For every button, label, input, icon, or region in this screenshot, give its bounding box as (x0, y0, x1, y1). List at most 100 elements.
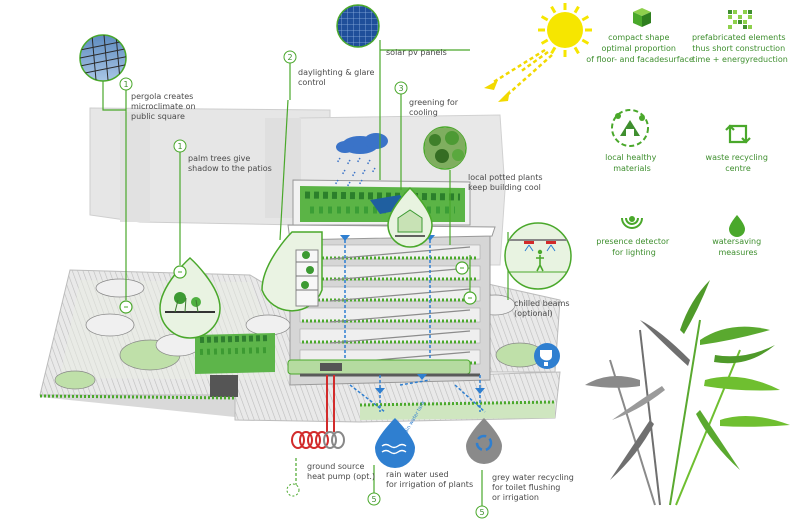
prefab-block (748, 15, 752, 19)
prefab-block (743, 25, 747, 29)
legend-local-materials: local healthy materials (605, 109, 659, 173)
callout-number: 2 (287, 53, 292, 62)
callout-number: 1 (177, 142, 182, 151)
waste-recycling-icon (725, 124, 751, 144)
ramp-line (329, 330, 471, 344)
callout-rain-water: rain water used for irrigation of plants… (367, 470, 473, 506)
callout-palm-trees: 1 palm trees give shadow to the patios (173, 139, 272, 173)
prefab-block (738, 20, 742, 24)
bamboo-leaf (640, 320, 690, 366)
bamboo-stem (669, 319, 701, 506)
sun-ray (540, 15, 549, 22)
ramp-line (329, 246, 471, 260)
blue-water-pipes (344, 240, 486, 413)
bamboo-leaf (610, 420, 654, 480)
legend-compact-shape: compact shape optimal proportion of floo… (586, 8, 694, 64)
bamboo-leaf (700, 326, 770, 345)
callout-potted-plants: local potted plants keep building cool (468, 173, 545, 192)
bamboo-leaf (612, 386, 665, 420)
compact-shape-icon (633, 8, 651, 27)
prefab-block (743, 10, 747, 14)
callout-text: rain water used for irrigation of plants (386, 470, 473, 489)
callout-text: palm trees give shadow to the patios (188, 154, 272, 173)
prefab-block (728, 25, 732, 29)
callout-daylighting: 2 daylighting & glare control (283, 50, 377, 87)
legend-watersaving: watersaving measures (712, 215, 764, 257)
pergola-photo (79, 34, 127, 82)
diagram-marker-numbers (124, 267, 472, 308)
rain-cloud-icon (334, 133, 388, 188)
watersaving-icon (729, 215, 745, 237)
bamboo-leaf (720, 416, 790, 427)
potted-plants-photo (423, 126, 467, 170)
bamboo-leaf (696, 410, 740, 470)
ground-source-coil-icon (291, 375, 345, 449)
prefab-block (748, 25, 752, 29)
callout-pergola: 1 pergola creates microclimate on public… (119, 77, 198, 121)
patio-plants-callout (159, 256, 221, 339)
prefab-block (733, 20, 737, 24)
bamboo-stem (639, 329, 661, 506)
prefab-block (728, 10, 732, 14)
sun-ray (573, 46, 580, 55)
callout-number: 1 (123, 80, 128, 89)
presence-detector-icon (621, 216, 643, 229)
callout-text: chilled beams (optional) (514, 299, 572, 318)
greening-callout (387, 186, 433, 248)
blue-pipe-arrows (340, 235, 485, 394)
sun-icon (538, 3, 592, 57)
prefab-block (738, 15, 742, 19)
callout-number: 5 (479, 508, 484, 517)
callout-text: daylighting & glare control (298, 68, 377, 87)
sun-ray (550, 5, 557, 14)
daylighting-callout (261, 231, 323, 312)
callout-chilled-beams: chilled beams (optional) (514, 299, 572, 318)
grey-water-recycling-icon (466, 418, 502, 464)
bamboo-illustration (585, 280, 790, 506)
callout-text: solar pv panels (386, 48, 447, 57)
legend-waste-recycling: waste recycling centre (706, 124, 771, 173)
solar-panel-photo (336, 4, 380, 48)
ramp-line (329, 309, 471, 323)
callout-number: 5 (371, 495, 376, 504)
bamboo-leaf (714, 345, 775, 364)
callout-grey-water: grey water recycling for toilet flushing… (475, 473, 576, 519)
sun-ray (573, 5, 580, 14)
local-materials-icon (611, 109, 649, 147)
prefab-block (748, 10, 752, 14)
callout-text: ground source heat pump (opt.) (307, 462, 375, 481)
sun-ray (581, 15, 590, 22)
legend-presence-detector: presence detector for lighting (596, 216, 671, 257)
callout-text: greening for cooling (409, 98, 461, 117)
prefab-block (743, 20, 747, 24)
main-building (287, 179, 496, 386)
svg-text:local healthy materials: local healthy materials (605, 153, 659, 173)
svg-text:prefabricated elements t: prefabricated elements thus short constr… (692, 33, 788, 64)
chilled-beams-detail (504, 222, 572, 290)
prefab-block (728, 15, 732, 19)
callout-text: grey water recycling for toilet flushing… (492, 473, 576, 502)
callout-text: local potted plants keep building cool (468, 173, 545, 192)
toilet-icon-badge (534, 343, 560, 369)
prefab-block (733, 10, 737, 14)
callout-leader-lines (102, 40, 509, 510)
sun-rays-arrows (484, 48, 553, 102)
prefabricated-elements-icon (728, 10, 752, 29)
legend-prefabricated: prefabricated elements thus short constr… (692, 10, 788, 64)
ramp-line (329, 267, 471, 281)
svg-text:compact shape optimal pr: compact shape optimal proportion of floo… (586, 33, 694, 64)
ramp-line (329, 288, 471, 302)
sun-ray (550, 46, 557, 55)
callout-greening: 3 greening for cooling (394, 81, 461, 117)
svg-text:presence detector for li: presence detector for lighting (596, 237, 671, 257)
callout-solar-panels: solar pv panels (386, 48, 447, 57)
sun-ray (540, 38, 549, 45)
callout-number: 3 (398, 84, 403, 93)
svg-text:watersaving measures: watersaving measures (712, 237, 764, 257)
bamboo-leaf (585, 376, 640, 388)
callout-text: pergola creates microclimate on public s… (131, 92, 198, 121)
bamboo-leaf (680, 280, 710, 334)
svg-text:waste recycling centre: waste recycling centre (706, 153, 771, 173)
